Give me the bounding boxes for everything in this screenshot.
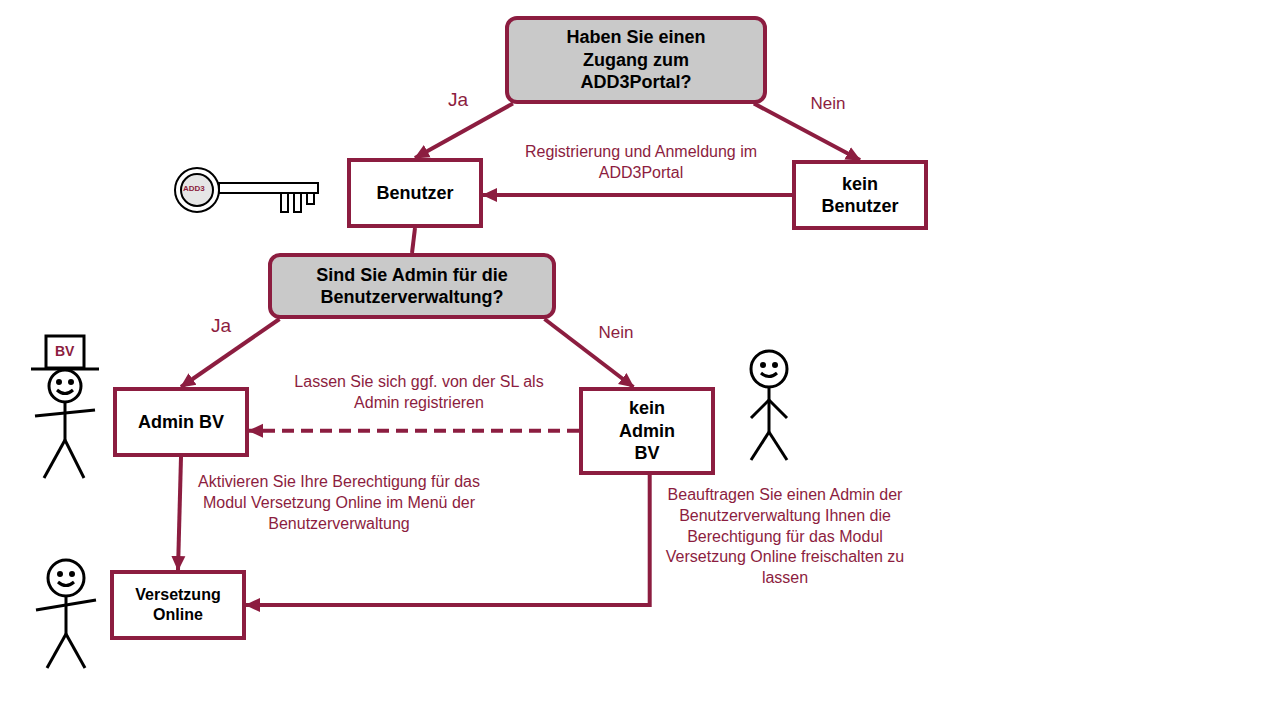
node-text: Haben Sie einen Zugang zum ADD3Portal? [545,26,727,94]
process-box: Admin BV [113,387,249,457]
admin-stick-figure [31,336,99,478]
dashed-arrow [249,429,579,433]
figure-label: ADD3 [183,184,205,193]
edge-label: Aktivieren Sie Ihre Berechtigung für das… [193,472,485,534]
edge-label-text: Ja [211,315,231,336]
edge-label-text: Lassen Sie sich ggf. von der SL als Admi… [294,373,543,411]
node-text: kein Benutzer [814,173,906,218]
arrow [483,193,792,197]
edge-label-text: Nein [811,94,846,113]
node-text: kein Admin BV [606,397,688,465]
process-box: Versetzung Online [110,570,246,640]
edge-label-text: Ja [448,89,468,110]
process-box: kein Benutzer [792,160,928,230]
edge-label: Registrierung und Anmeldung im ADD3Porta… [505,142,777,184]
edge-label: Nein [588,322,644,344]
edge-label: Beauftragen Sie einen Admin der Benutzer… [657,485,913,589]
decision-box: Haben Sie einen Zugang zum ADD3Portal? [505,16,767,104]
arrow [412,228,415,253]
node-text: Admin BV [138,411,224,434]
user-stick-figure [36,560,96,668]
node-text: Benutzer [376,182,453,205]
edge-label-text: Beauftragen Sie einen Admin der Benutzer… [666,486,904,586]
edge-label: Nein [800,93,856,115]
process-box: kein Admin BV [579,387,715,475]
key-icon [175,168,318,212]
arrow [415,104,513,159]
edge-label-text: Aktivieren Sie Ihre Berechtigung für das… [198,473,480,532]
edge-label: Lassen Sie sich ggf. von der SL als Admi… [273,372,565,414]
edge-label-text: Registrierung und Anmeldung im ADD3Porta… [525,143,757,181]
edge-label: Ja [440,88,476,113]
user-stick-figure [751,351,787,460]
edge-label: Ja [203,314,239,339]
edge-label-text: Nein [599,323,634,342]
node-text: Sind Sie Admin für die Benutzerverwaltun… [298,264,526,309]
arrow [178,457,181,570]
node-text: Versetzung Online [126,585,230,625]
figure-label: BV [55,343,74,359]
process-box: Benutzer [347,158,483,228]
decision-box: Sind Sie Admin für die Benutzerverwaltun… [268,253,556,319]
arrow [545,319,634,387]
